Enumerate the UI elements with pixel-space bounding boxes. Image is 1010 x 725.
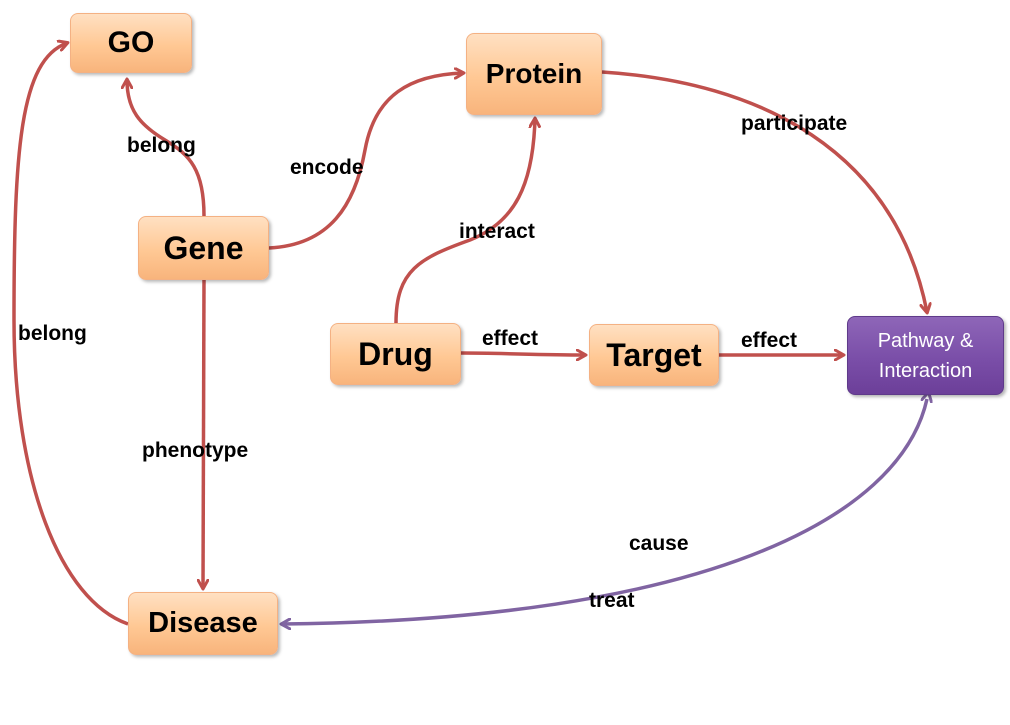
edge-label-gene-go: belong xyxy=(127,134,196,157)
edge-gene-go xyxy=(127,80,206,217)
edge-label-protein-pathway: participate xyxy=(741,112,848,135)
edge-gene-disease xyxy=(203,279,204,588)
edge-protein-pathway xyxy=(601,70,927,312)
edge-label-target-pathway: effect xyxy=(741,329,798,352)
edge-label-drug-protein: interact xyxy=(459,220,535,243)
node-go: GO xyxy=(70,13,192,73)
edge-drug-target xyxy=(460,353,585,355)
node-pathway-line-1: Pathway & xyxy=(877,329,974,352)
node-protein: Protein xyxy=(466,33,602,115)
node-gene: Gene xyxy=(138,216,269,280)
node-disease: Disease xyxy=(128,592,278,655)
edge-label-pathway-disease-treat: treat xyxy=(589,589,635,612)
edge-label-gene-protein: encode xyxy=(290,156,364,179)
node-pathway-interaction: Pathway & Interaction xyxy=(847,316,1004,395)
edge-drug-protein xyxy=(394,119,535,324)
edge-pathway-disease xyxy=(282,399,927,624)
node-target: Target xyxy=(589,324,719,386)
edge-label-disease-go: belong xyxy=(18,322,87,345)
edge-label-gene-disease: phenotype xyxy=(142,439,249,462)
edge-disease-go xyxy=(12,43,129,626)
node-drug: Drug xyxy=(330,323,461,385)
edge-label-drug-target: effect xyxy=(482,327,539,350)
node-pathway-line-2: Interaction xyxy=(878,359,973,382)
edge-gene-protein xyxy=(268,73,463,250)
edge-label-pathway-disease-cause: cause xyxy=(629,532,689,555)
